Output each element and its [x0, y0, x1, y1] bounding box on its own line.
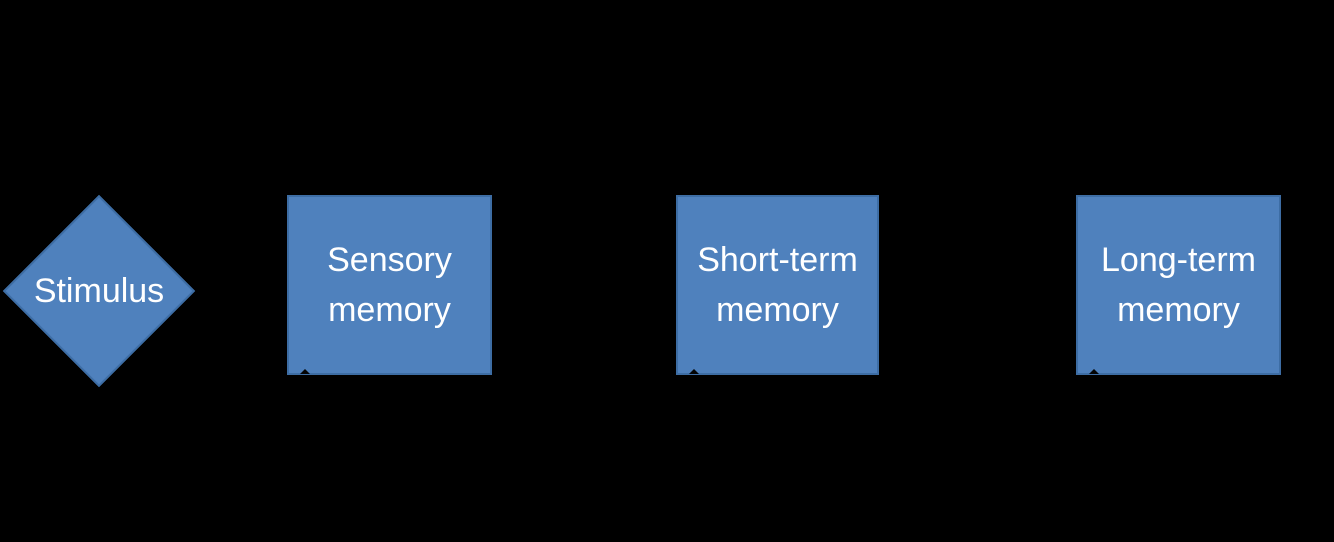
long-term-memory-label: Long-term memory — [1101, 241, 1256, 329]
arrowhead-remnant-icon — [689, 369, 699, 374]
stimulus-node: Stimulus — [2, 194, 196, 388]
short-term-memory-node: Short-term memory — [676, 195, 879, 375]
short-term-memory-label: Short-term memory — [697, 241, 858, 329]
stimulus-label: Stimulus — [33, 272, 165, 310]
arrowhead-remnant-icon — [300, 369, 310, 374]
sensory-memory-node: Sensory memory — [287, 195, 492, 375]
long-term-memory-node: Long-term memory — [1076, 195, 1281, 375]
sensory-memory-label: Sensory memory — [327, 241, 452, 329]
arrowhead-remnant-icon — [1089, 369, 1099, 374]
